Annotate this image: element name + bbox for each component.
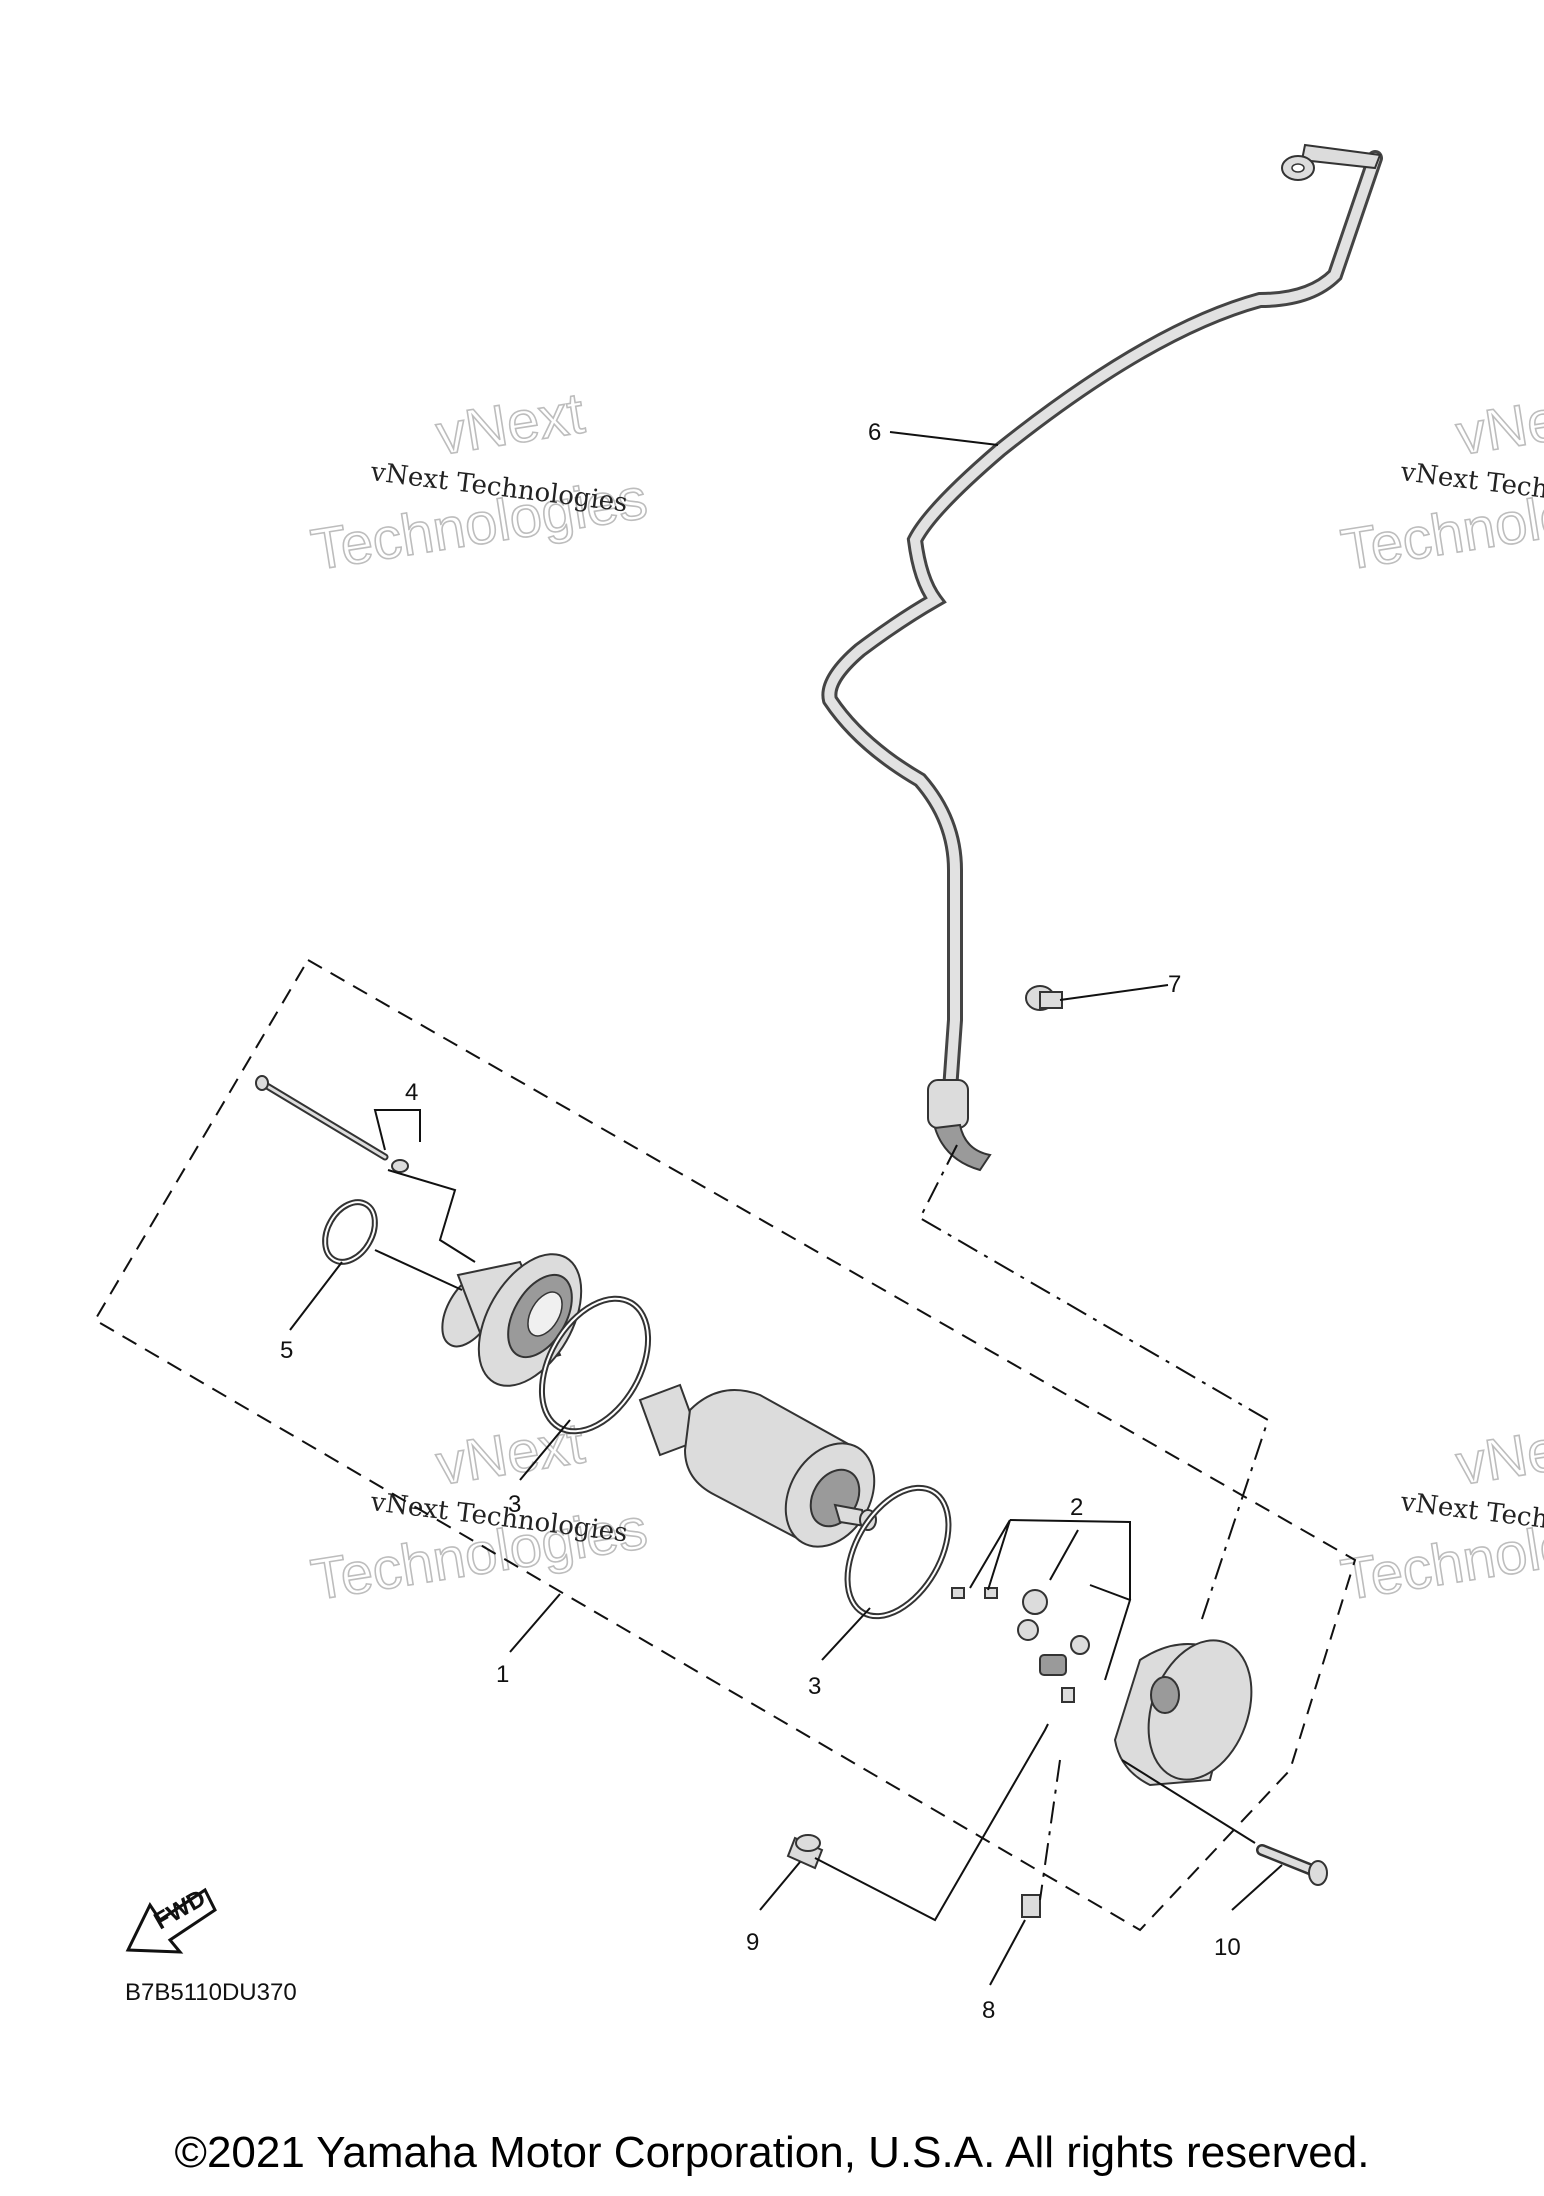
front-cover	[441, 1253, 583, 1387]
copyright-notice: ©2021 Yamaha Motor Corporation, U.S.A. A…	[174, 2128, 1370, 2177]
o-ring-front	[538, 1295, 652, 1435]
o-ring-small	[322, 1199, 378, 1265]
watermark-mid-left: vNext Technologies vNext Technologies	[306, 1410, 652, 1614]
diagram-code: B7B5110DU370	[125, 1979, 297, 2006]
callout-6: 6	[868, 419, 881, 446]
svg-text:vNext: vNext	[1452, 380, 1544, 467]
callout-2: 2	[1070, 1494, 1083, 1521]
callout-1: 1	[496, 1661, 509, 1688]
motor-yoke	[638, 1383, 877, 1548]
callout-10: 10	[1214, 1934, 1241, 1961]
callout-5: 5	[280, 1337, 293, 1364]
rear-cover	[1113, 1639, 1253, 1787]
through-bolt	[255, 1075, 409, 1173]
leader-lines	[289, 431, 1283, 1986]
assembly-outline	[93, 958, 1357, 1932]
callout-4: 4	[405, 1079, 418, 1106]
brush-set	[951, 1587, 1090, 1703]
dowel-pin	[786, 1834, 824, 1870]
watermark-mid-right: vNext Technologies vNext Technologies	[1336, 1410, 1544, 1614]
svg-text:vNext: vNext	[1452, 1410, 1544, 1497]
watermark-top-right: vNext Technologies vNext Technologies	[1336, 380, 1544, 584]
o-ring-rear	[844, 1484, 952, 1620]
callout-3-front: 3	[508, 1491, 521, 1518]
fwd-arrow-icon: FWD	[125, 1884, 217, 1954]
svg-text:vNext: vNext	[432, 1410, 589, 1497]
starter-cable	[821, 143, 1383, 1172]
callout-7: 7	[1168, 971, 1181, 998]
nut	[1021, 1894, 1041, 1918]
svg-text:vNext: vNext	[432, 380, 589, 467]
callout-9: 9	[746, 1929, 759, 1956]
bolt	[1256, 1844, 1328, 1886]
callout-3-rear: 3	[808, 1673, 821, 1700]
callout-8: 8	[982, 1997, 995, 2024]
watermark-top-left: vNext Technologies vNext Technologies	[306, 380, 652, 584]
bolt-flange	[1025, 985, 1063, 1011]
